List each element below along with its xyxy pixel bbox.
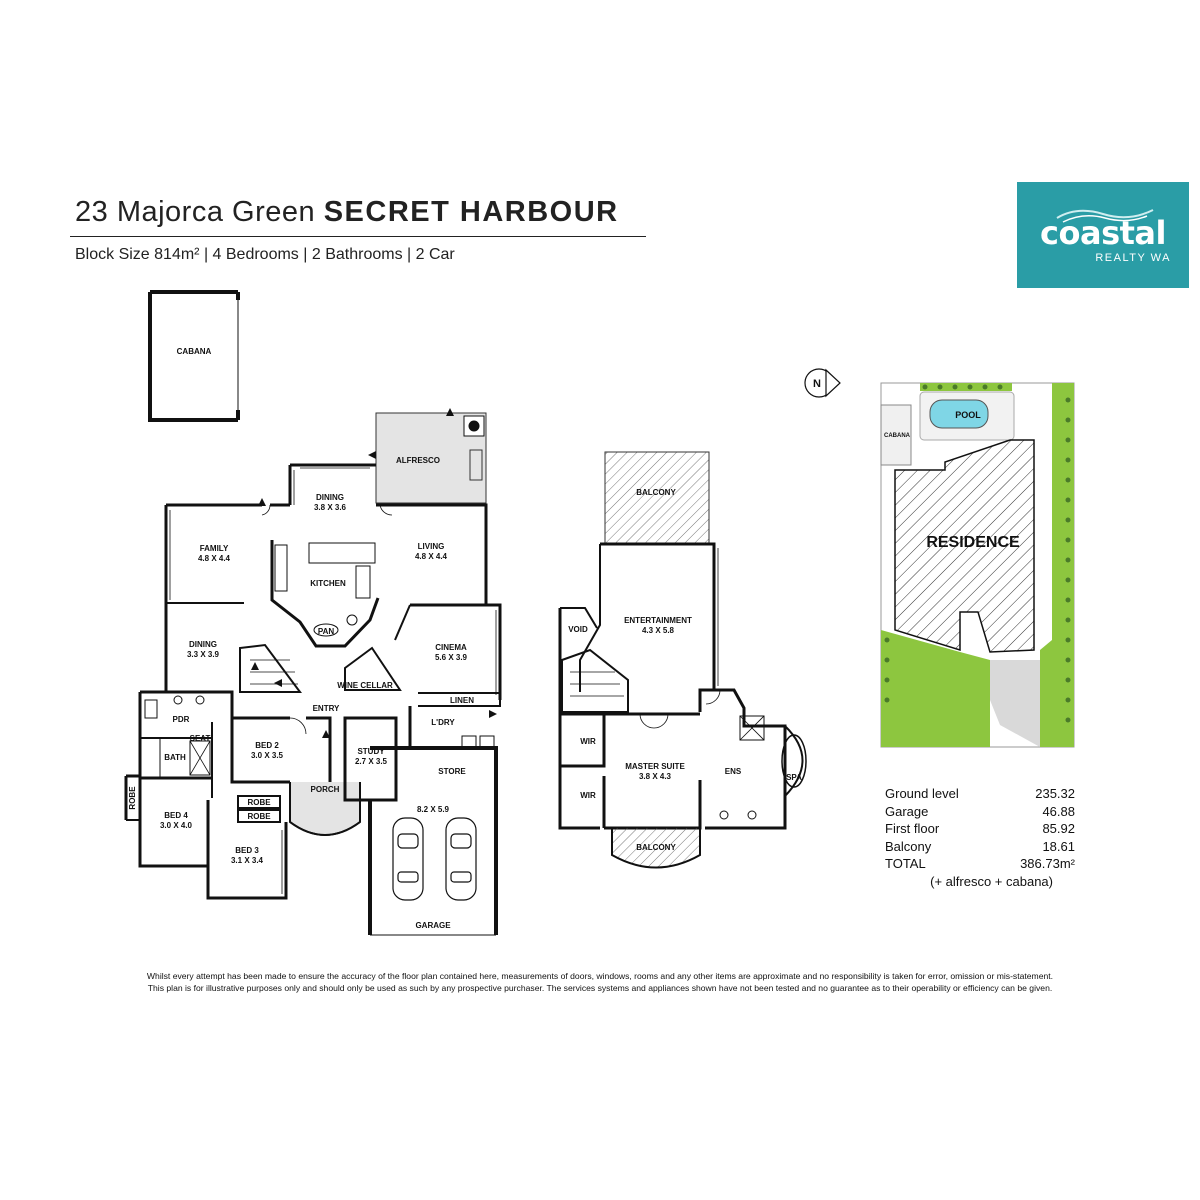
site-cabana-label: CABANA	[884, 433, 911, 439]
entertainment-size: 4.3 X 5.8	[642, 626, 675, 635]
void-label: VOID	[568, 625, 588, 634]
coastal-logo: coastal REALTY WA	[1017, 182, 1189, 288]
pdr-label: PDR	[173, 715, 190, 724]
robe-label-bed3: ROBE	[247, 812, 271, 821]
wir-label-1: WIR	[580, 737, 596, 746]
disclaimer-line-2: This plan is for illustrative purposes o…	[147, 983, 1053, 993]
bed2-label: BED 2	[255, 741, 279, 750]
title-divider	[70, 236, 646, 237]
dining-main-size: 3.8 X 3.6	[314, 503, 347, 512]
family-size: 4.8 X 4.4	[198, 554, 231, 563]
entertainment-label: ENTERTAINMENT	[624, 616, 692, 625]
laundry-label: L'DRY	[431, 718, 455, 727]
alfresco-label: ALFRESCO	[396, 456, 440, 465]
porch-label: PORCH	[311, 785, 340, 794]
master-suite-label: MASTER SUITE	[625, 762, 685, 771]
bath-label: BATH	[164, 753, 186, 762]
disclaimer-line-1: Whilst every attempt has been made to en…	[146, 971, 1054, 981]
bed3-size: 3.1 X 3.4	[231, 856, 264, 865]
master-suite-size: 3.8 X 4.3	[639, 772, 672, 781]
wave-icon	[1056, 209, 1154, 223]
suburb-text: SECRET HARBOUR	[323, 196, 619, 228]
wine-cellar-label: WINE CELLAR	[337, 681, 393, 690]
property-summary: Block Size 814m² | 4 Bedrooms | 2 Bathro…	[75, 246, 455, 263]
disclaimer: Whilst every attempt has been made to en…	[40, 970, 1160, 994]
bed4-label: BED 4	[164, 811, 188, 820]
seat-label: SEAT	[190, 734, 211, 743]
linen-label: LINEN	[450, 696, 474, 705]
dining-2-label: DINING	[189, 640, 217, 649]
living-label: LIVING	[418, 542, 445, 551]
robe-label-bed2: ROBE	[247, 798, 271, 807]
cabana-label: CABANA	[177, 347, 212, 356]
store-label: STORE	[438, 767, 466, 776]
pool-label: POOL	[955, 410, 981, 420]
robe-label-bed4: ROBE	[128, 786, 137, 810]
address-text: 23 Majorca Green	[75, 196, 316, 228]
kitchen-label: KITCHEN	[310, 579, 346, 588]
cinema-size: 5.6 X 3.9	[435, 653, 468, 662]
logo-wordmark: coastal	[1040, 214, 1166, 252]
living-size: 4.8 X 4.4	[415, 552, 448, 561]
page-title: 23 Majorca Green SECRET HARBOUR	[75, 196, 619, 229]
bed3-label: BED 3	[235, 846, 259, 855]
study-label: STUDY	[357, 747, 385, 756]
dining-main-label: DINING	[316, 493, 344, 502]
north-label: N	[813, 378, 821, 390]
first-floor-plan	[558, 451, 807, 869]
bed2-size: 3.0 X 3.5	[251, 751, 284, 760]
bed4-size: 3.0 X 4.0	[160, 821, 193, 830]
ensuite-label: ENS	[725, 767, 742, 776]
area-note: (+ alfresco + cabana)	[930, 873, 1053, 889]
ground-floor-plan	[124, 290, 502, 936]
pantry-label: PAN	[318, 627, 335, 636]
garage-size: 8.2 X 5.9	[417, 805, 450, 814]
wir-label-2: WIR	[580, 791, 596, 800]
balcony-bottom-label: BALCONY	[636, 843, 676, 852]
north-arrow-icon	[804, 368, 841, 398]
balcony-top-label: BALCONY	[636, 488, 676, 497]
family-label: FAMILY	[200, 544, 229, 553]
dining-2-size: 3.3 X 3.9	[187, 650, 220, 659]
entry-label: ENTRY	[313, 704, 340, 713]
spa-label: SPA	[786, 773, 802, 782]
garage-label: GARAGE	[415, 921, 451, 930]
cinema-label: CINEMA	[435, 643, 467, 652]
site-plan	[880, 382, 1075, 748]
logo-tagline: REALTY WA	[1095, 252, 1171, 264]
residence-label: RESIDENCE	[926, 534, 1020, 551]
entry-arrows	[251, 408, 497, 738]
study-size: 2.7 X 3.5	[355, 757, 388, 766]
